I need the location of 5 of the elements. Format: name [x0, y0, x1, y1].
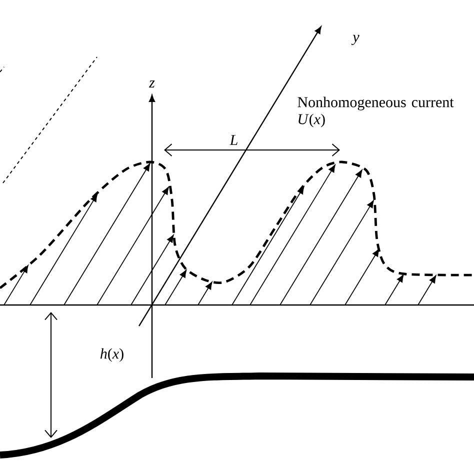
axis-label: z: [148, 80, 156, 88]
annotation-text: Nonhomogeneous current U(x): [298, 96, 454, 128]
axis-label: y: [351, 34, 360, 46]
axis-label: L: [228, 134, 240, 146]
axis-label: h(x): [98, 347, 126, 363]
